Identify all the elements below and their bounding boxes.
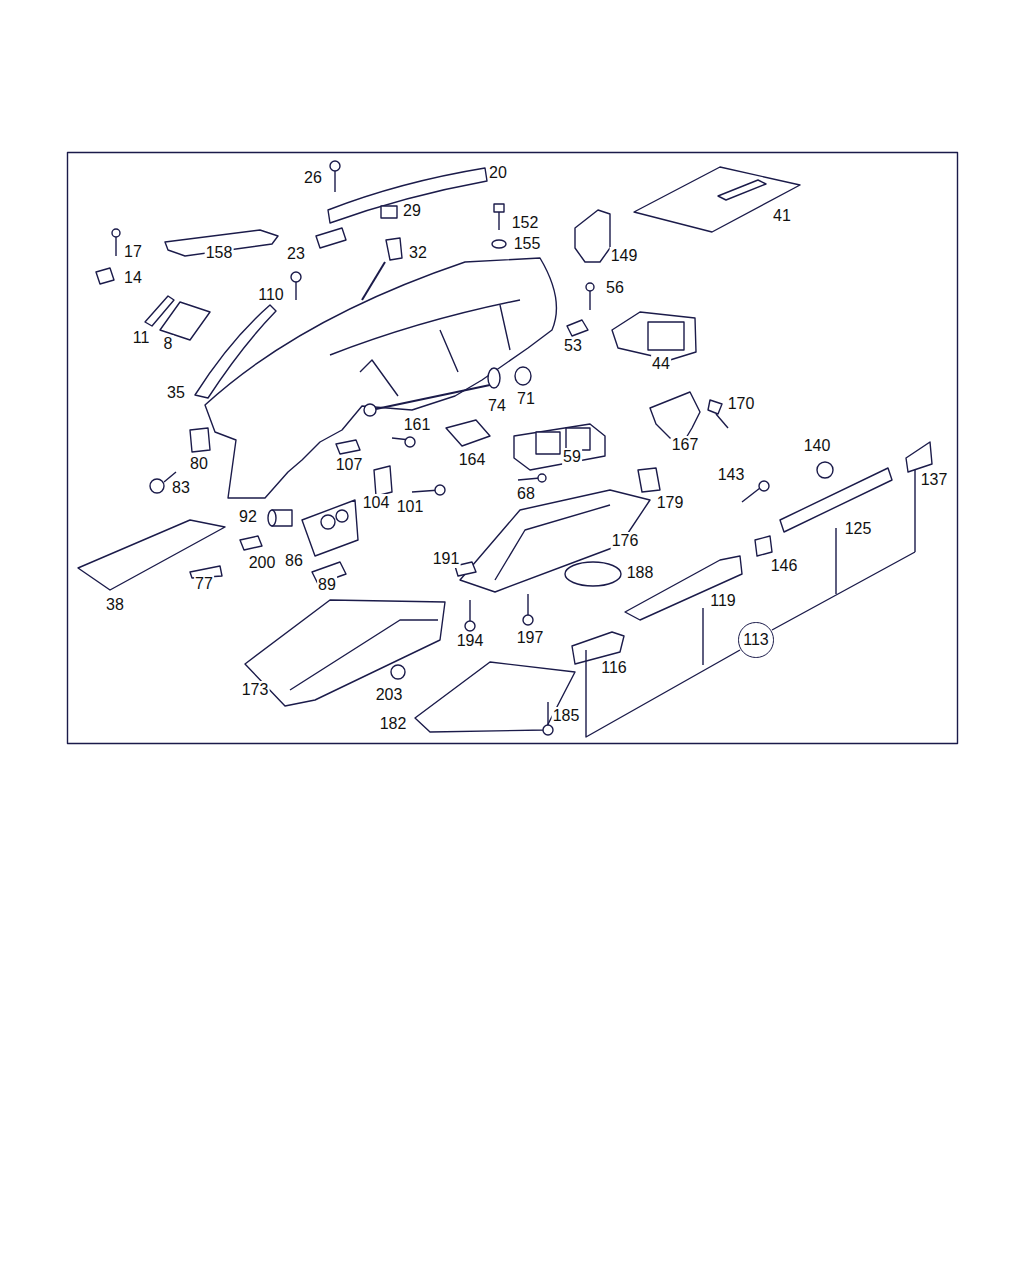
callout-number: 173	[241, 681, 270, 699]
callout-number: 29	[402, 202, 422, 220]
callout-number: 155	[513, 235, 542, 253]
callout-number: 197	[516, 629, 545, 647]
callout-number: 92	[238, 508, 258, 526]
callout-number: 101	[396, 498, 425, 516]
callout-number: 23	[286, 245, 306, 263]
callout-number: 146	[770, 557, 799, 575]
callout-number: 14	[123, 269, 143, 287]
callout-number: 170	[727, 395, 756, 413]
callout-number: 161	[403, 416, 432, 434]
callout-number: 182	[379, 715, 408, 733]
callout-number: 89	[317, 576, 337, 594]
callout-number: 26	[303, 169, 323, 187]
callout-number: 17	[123, 243, 143, 261]
callout-number: 56	[605, 279, 625, 297]
callout-number: 185	[552, 707, 581, 725]
callout-number: 143	[717, 466, 746, 484]
callout-number: 77	[194, 575, 214, 593]
callout-number: 158	[205, 244, 234, 262]
callout-number: 140	[803, 437, 832, 455]
callout-number: 188	[626, 564, 655, 582]
callout-number: 152	[511, 214, 540, 232]
callout-number: 119	[709, 592, 737, 610]
callout-number: 203	[375, 686, 404, 704]
callout-number: 137	[920, 471, 949, 489]
callout-number: 176	[611, 532, 640, 550]
frame	[68, 153, 958, 744]
callout-number: 194	[456, 632, 485, 650]
callout-number: 8	[163, 335, 174, 353]
callout-number: 110	[257, 286, 285, 304]
callout-number: 44	[651, 355, 671, 373]
callout-number: 38	[105, 596, 125, 614]
callout-number: 116	[600, 659, 628, 677]
callout-number: 83	[171, 479, 191, 497]
callout-number: 68	[516, 485, 536, 503]
callout-number: 179	[656, 494, 685, 512]
callout-number: 104	[362, 494, 391, 512]
callout-number: 86	[284, 552, 304, 570]
callout-number: 191	[432, 550, 461, 568]
callout-number: 80	[189, 455, 209, 473]
callout-number: 35	[166, 384, 186, 402]
callout-number: 113	[743, 631, 769, 649]
group-circle: 113	[738, 622, 774, 658]
callout-number: 149	[610, 247, 639, 265]
callout-number: 167	[671, 436, 700, 454]
callout-number: 107	[335, 456, 364, 474]
callout-number: 125	[844, 520, 873, 538]
callout-number: 200	[248, 554, 277, 572]
callout-number: 41	[772, 207, 792, 225]
callout-number: 74	[487, 397, 507, 415]
callout-number: 71	[516, 390, 536, 408]
callout-number: 20	[488, 164, 508, 182]
callout-number: 164	[458, 451, 487, 469]
callout-number: 32	[408, 244, 428, 262]
callout-number: 11	[132, 329, 151, 347]
callout-number: 53	[563, 337, 583, 355]
callout-number: 59	[562, 448, 582, 466]
